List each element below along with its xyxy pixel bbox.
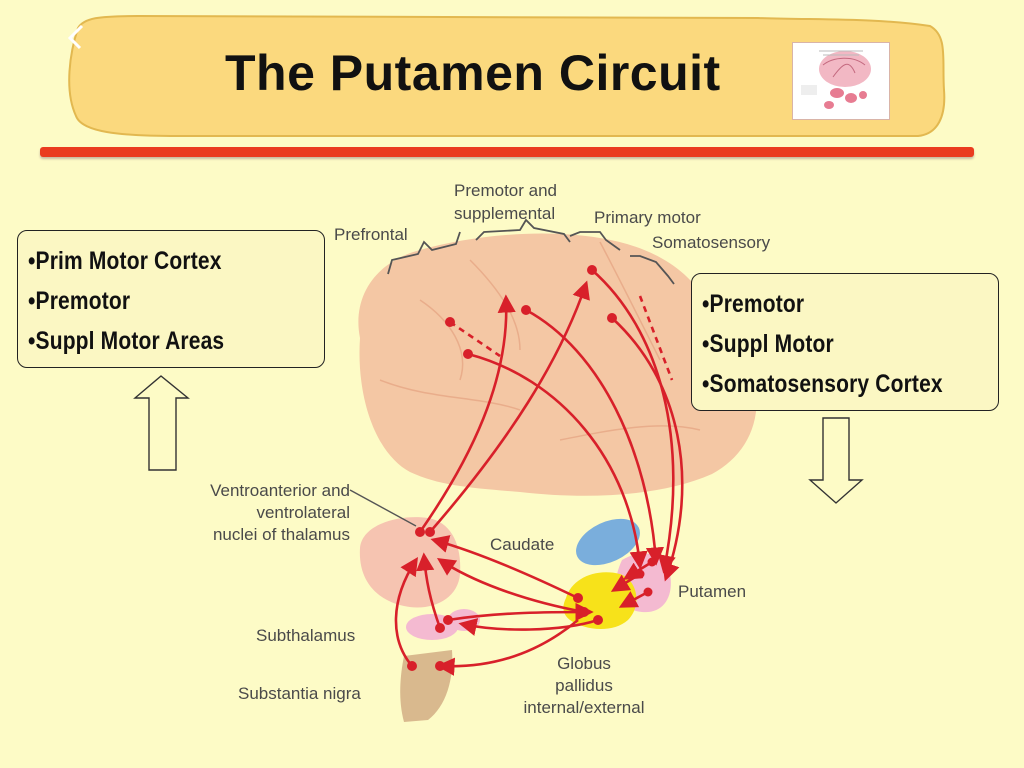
thalamus-label-line3: nuclei of thalamus	[213, 525, 350, 544]
thalamus-label-line2: ventrolateral	[256, 503, 350, 522]
thalamus-label-line1: Ventroanterior and	[210, 481, 350, 500]
output-areas-box: •Premotor •Suppl Motor •Somatosensory Co…	[691, 273, 999, 411]
thalamus-to-primary-motor-arrow	[429, 280, 590, 533]
caudate	[576, 518, 640, 566]
globus-pallidus-label-line3: internal/external	[524, 698, 645, 717]
output-area-item: •Somatosensory Cortex	[702, 370, 943, 398]
primary-motor-brace	[569, 231, 621, 251]
prefrontal-brace	[387, 231, 461, 275]
output-area-item: •Premotor	[702, 290, 805, 318]
substantia-nigra-label: Substantia nigra	[238, 684, 361, 703]
subthalamus-to-gp-arrow	[447, 602, 594, 622]
subthalamus-to-thalamus-arrow	[416, 552, 442, 629]
gp-to-subthalamus-arrow	[458, 618, 599, 636]
globus-pallidus-label-line1: Globus	[557, 654, 611, 673]
brain-thumbnail-image	[792, 42, 890, 120]
input-area-item: •Premotor	[28, 287, 131, 315]
putamen-to-gp-arrow-2	[618, 590, 649, 608]
cortex-to-putamen-arrow-3	[591, 269, 676, 574]
up-hollow-arrow	[133, 375, 190, 471]
globus-pallidus-label-line2: pallidus	[555, 676, 613, 695]
cortex-to-putamen-arrow-2	[525, 308, 665, 566]
pathway-arrows	[394, 269, 684, 676]
thalamus-pointer-line	[349, 489, 417, 527]
cortex-to-putamen-arrow-4	[611, 317, 684, 582]
title-banner	[67, 14, 946, 137]
primary-motor-label: Primary motor	[594, 208, 701, 227]
cortex-to-putamen-arrow-1	[467, 352, 648, 570]
down-hollow-arrow	[808, 417, 864, 504]
premotor-supplemental-label-line2: supplemental	[454, 204, 555, 223]
gp-to-thalamus-arrow-1	[430, 535, 579, 600]
premotor-supplemental-label-line1: Premotor and	[454, 181, 557, 200]
input-area-item: •Prim Motor Cortex	[28, 247, 222, 275]
caudate-label: Caudate	[490, 535, 554, 554]
pathway-nodes	[407, 265, 657, 671]
premotor-brace	[475, 218, 571, 243]
thalamus-to-premotor-arrow	[418, 294, 516, 533]
gp-to-thalamus-arrow-2	[436, 557, 585, 614]
gp-to-nigra-arrow	[436, 619, 579, 676]
prefrontal-label: Prefrontal	[334, 225, 408, 244]
somatosensory-dashed-connection	[638, 295, 674, 381]
title-underline	[40, 147, 974, 157]
putamen-label: Putamen	[678, 582, 746, 601]
nigra-to-thalamus-arrow	[394, 556, 418, 667]
somatosensory-label: Somatosensory	[652, 233, 771, 252]
input-areas-box: •Prim Motor Cortex •Premotor •Suppl Moto…	[17, 230, 325, 368]
page-title: The Putamen Circuit	[225, 45, 721, 101]
input-area-item: •Suppl Motor Areas	[28, 327, 225, 355]
subthalamus-label: Subthalamus	[256, 626, 355, 645]
output-area-item: •Suppl Motor	[702, 330, 834, 358]
somatosensory-brace	[630, 255, 675, 285]
cerebral-cortex	[358, 233, 757, 496]
